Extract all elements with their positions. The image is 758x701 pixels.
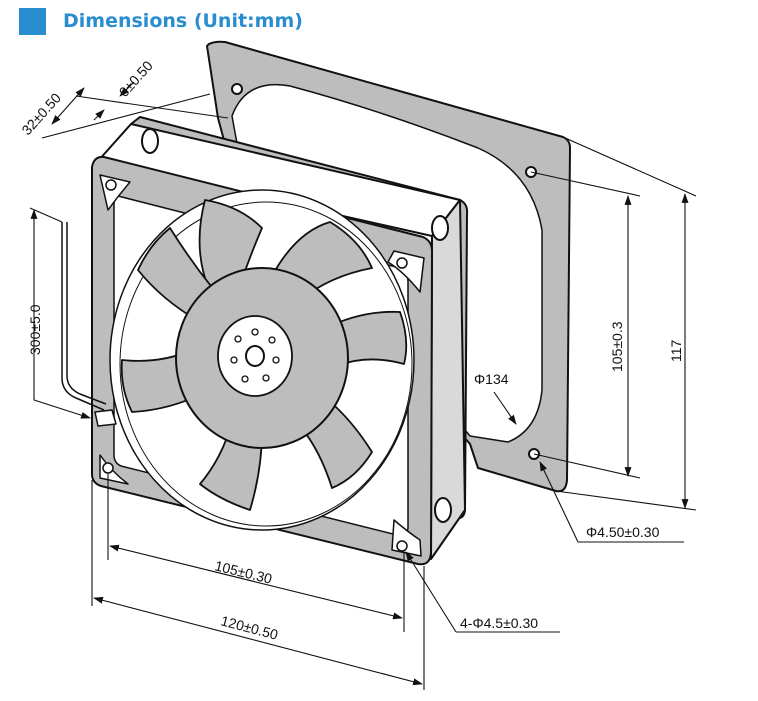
fan-icon <box>61 40 571 566</box>
label-frame-width: 120±0.50 <box>219 612 280 642</box>
dim-hole-pitch-side: 105±0.3 <box>530 171 641 479</box>
front-corner-holes <box>99 174 425 557</box>
label-hole-diameter-rear: Φ4.50±0.30 <box>586 524 660 540</box>
label-depth-overall: 32±0.50 <box>18 90 64 138</box>
lead-wire <box>61 222 105 411</box>
frame-boss-bottom <box>434 497 452 523</box>
label-hole-diameter-front: 4-Φ4.5±0.30 <box>460 615 538 631</box>
fan-hub-center <box>245 345 265 367</box>
label-diameter-opening: Φ134 <box>474 371 509 387</box>
rear-hole-top-left <box>231 83 243 95</box>
hub-cap-holes <box>230 328 280 383</box>
fan-venturi-ring-inner <box>119 201 413 527</box>
label-hole-pitch-side: 105±0.3 <box>609 321 625 372</box>
lead-wire-2 <box>66 222 107 405</box>
dim-hole-diameter-front: 4-Φ4.5±0.30 <box>405 551 560 633</box>
dim-frame-height: 117 <box>555 136 697 511</box>
frame-boss-right <box>431 215 449 241</box>
dim-lead-length: 300±5.0 <box>27 207 91 419</box>
label-hole-pitch-front: 105±0.30 <box>213 557 274 586</box>
label-lead-length: 300±5.0 <box>27 304 43 355</box>
dim-diameter-opening: Φ134 <box>474 371 517 425</box>
section-header: Dimensions (Unit:mm) <box>19 6 303 36</box>
label-frame-height: 117 <box>668 339 684 362</box>
square-marker-icon <box>19 7 46 35</box>
lead-exit <box>94 409 117 427</box>
page-title: Dimensions (Unit:mm) <box>63 10 303 32</box>
dim-hole-diameter-rear: Φ4.50±0.30 <box>539 461 684 543</box>
label-depth-flange: 6±0.50 <box>115 57 156 100</box>
frame-boss-top <box>141 128 159 154</box>
